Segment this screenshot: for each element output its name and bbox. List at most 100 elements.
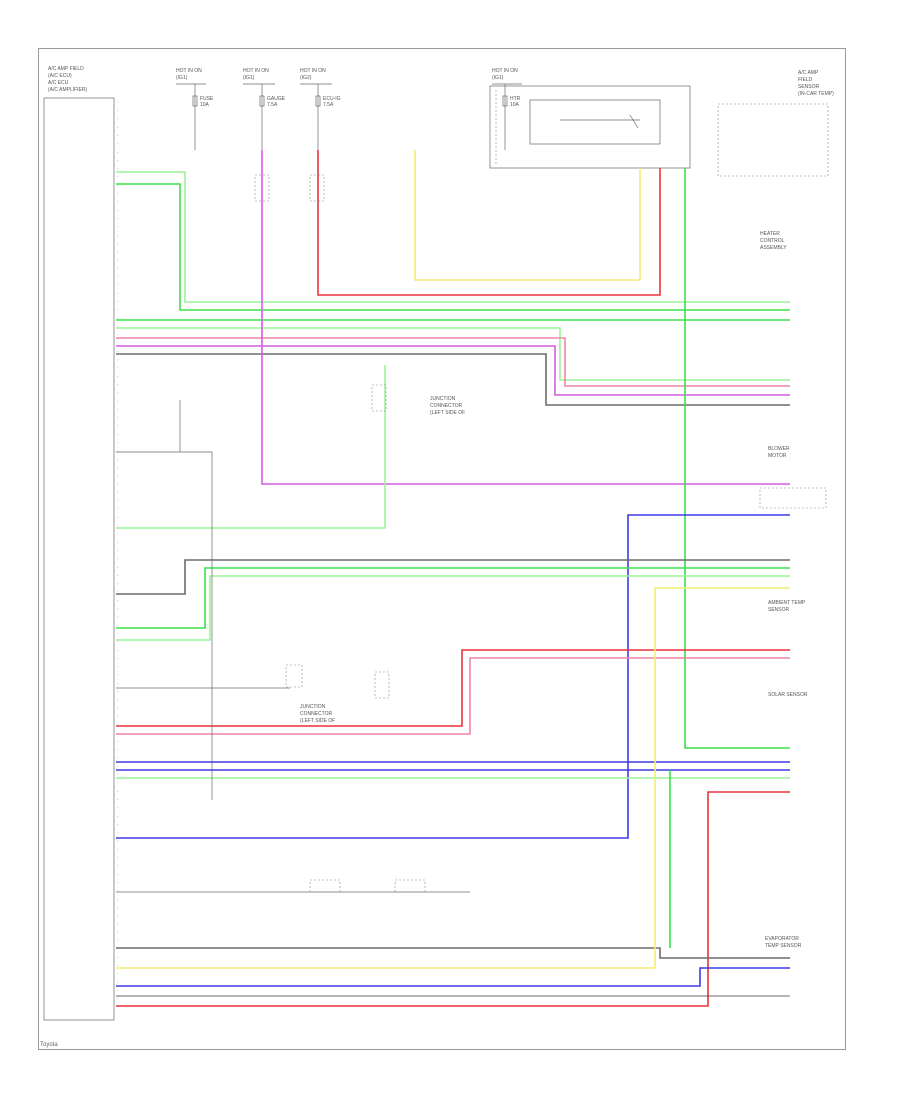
fuse-4-name: HTR	[510, 96, 521, 102]
connector-2	[309, 174, 325, 202]
ecu-pin-number: ·	[117, 117, 119, 123]
fuse-3-rating: 7.5A	[323, 102, 334, 108]
ecu-pin-number: ·	[117, 274, 119, 280]
ecu-pin-number: ·	[117, 191, 119, 197]
ecu-pin-number: ·	[117, 532, 119, 538]
c1-line-2: SENSOR	[798, 84, 820, 90]
ecu-pin-number: ·	[117, 415, 119, 421]
ecu-pin-number: ·	[117, 623, 119, 629]
fuse-3-name: ECU-IG	[323, 96, 341, 102]
ecu-pin-number: ·	[117, 947, 119, 953]
c5-line-1: MOTOR	[768, 453, 787, 459]
c3-line-2: (LEFT SIDE OF	[300, 718, 335, 724]
ecu-pin-number: ·	[117, 482, 119, 488]
c2-line-0: JUNCTION	[430, 396, 456, 402]
c2-line-1: CONNECTOR	[430, 403, 463, 409]
ecu-pin-number: ·	[117, 872, 119, 878]
ecu-pin-number: ·	[117, 507, 119, 513]
wire-violet-drop	[261, 150, 790, 485]
connector-7	[394, 879, 426, 893]
wire-ltgrn-top	[116, 171, 790, 303]
ecu-pin-number: ·	[117, 158, 119, 164]
wire-red-f3	[317, 150, 661, 296]
ecu-pin-number: ·	[117, 349, 119, 355]
connectors	[254, 174, 827, 893]
component-c2: JUNCTION CONNECTOR (LEFT SIDE OF	[430, 396, 465, 416]
ecu-pin-number: ·	[117, 449, 119, 455]
ecu-pin-number: ·	[117, 183, 119, 189]
ecu-pin-number: ·	[117, 424, 119, 430]
wire-gray-mid	[116, 559, 790, 595]
c3-line-1: CONNECTOR	[300, 711, 333, 717]
ecu-pin-number: ·	[117, 631, 119, 637]
ecu-pin-number: ·	[117, 980, 119, 986]
ecu-title-line-3: (A/C AMPLIFIER)	[48, 87, 88, 93]
ecu-pin-number: ·	[117, 922, 119, 928]
fuse-1-line-0: HOT IN ON	[176, 68, 202, 74]
ecu-pin-number: ·	[117, 407, 119, 413]
ecu-pin-number: ·	[117, 913, 119, 919]
c5-line-0: BLOWER	[768, 446, 790, 452]
ecu-pin-number: ·	[117, 457, 119, 463]
ecu-pin-number: ·	[117, 357, 119, 363]
ecu-pin-number: ·	[117, 706, 119, 712]
ecu-pin-number: ·	[117, 772, 119, 778]
c1-line-3: (IN-CAR TEMP)	[798, 91, 834, 97]
ecu-pin-number: ·	[117, 490, 119, 496]
component-c8: EVAPORATOR TEMP SENSOR	[765, 936, 802, 949]
fuse-4-rating: 10A	[510, 102, 520, 108]
fuse-1-line-1: (IG1)	[176, 75, 188, 81]
ecu-pin-number: ·	[117, 432, 119, 438]
ecu-pin-number: ·	[117, 606, 119, 612]
wire-yelgrn	[116, 365, 386, 529]
connector-8	[759, 487, 827, 509]
ecu-pin-number: ·	[117, 698, 119, 704]
ecu-pin-number: ·	[117, 847, 119, 853]
ecu-pin-number: ·	[117, 249, 119, 255]
wire-green-mid	[116, 567, 790, 629]
wire-red-evap	[116, 791, 790, 1007]
ecu-pin-number: ·	[117, 955, 119, 961]
component-c1: A/C AMP FIELD SENSOR (IN-CAR TEMP)	[798, 70, 834, 97]
connector-3	[371, 384, 387, 412]
component-c6: AMBIENT TEMP SENSOR	[768, 600, 806, 613]
ecu-pin-number: ·	[117, 747, 119, 753]
wire-ltgreen-mid	[116, 575, 790, 641]
fuse-4-line-1: (IG1)	[492, 75, 504, 81]
ecu-pin-number: ·	[117, 905, 119, 911]
control-box-inner	[529, 99, 661, 145]
wire-gray-b	[116, 947, 790, 959]
ecu-pin-number: ·	[117, 233, 119, 239]
ecu-pin-number: ·	[117, 789, 119, 795]
ecu-pin-number: ·	[117, 889, 119, 895]
c8-line-0: EVAPORATOR	[765, 936, 799, 942]
c6-line-0: AMBIENT TEMP	[768, 600, 806, 606]
ecu-pin-number: ·	[117, 374, 119, 380]
fuse-2-name: GAUGE	[267, 96, 286, 102]
wire-pink-a	[116, 337, 790, 387]
ecu-pin-number: ·	[117, 515, 119, 521]
ecu-pin-number: ·	[117, 133, 119, 139]
ecu-pin-number: ·	[117, 391, 119, 397]
wire-grnred-top	[116, 183, 790, 311]
ecu-pin-number: ·	[117, 216, 119, 222]
right-top-box	[717, 103, 829, 177]
ecu-pin-number: ·	[117, 855, 119, 861]
wire-blue-loop	[116, 514, 790, 839]
c6-line-1: SENSOR	[768, 607, 790, 613]
ecu-pin-number: ·	[117, 316, 119, 322]
fuse-4-line-0: HOT IN ON	[492, 68, 518, 74]
wire-gray-a	[116, 353, 790, 406]
ecu-pin-number: ·	[117, 540, 119, 546]
fuse-2-rating: 7.5A	[267, 102, 278, 108]
ecu-box	[43, 97, 115, 1021]
connector-4	[374, 671, 390, 699]
ecu-pin-number: ·	[117, 225, 119, 231]
ecu-pin-number: ·	[117, 764, 119, 770]
ecu-pin-number: ·	[117, 830, 119, 836]
ecu-pin-number: ·	[117, 590, 119, 596]
ecu-pin-number: ·	[117, 988, 119, 994]
ecu-pin-number: ·	[117, 498, 119, 504]
ecu-pin-number: ·	[117, 648, 119, 654]
